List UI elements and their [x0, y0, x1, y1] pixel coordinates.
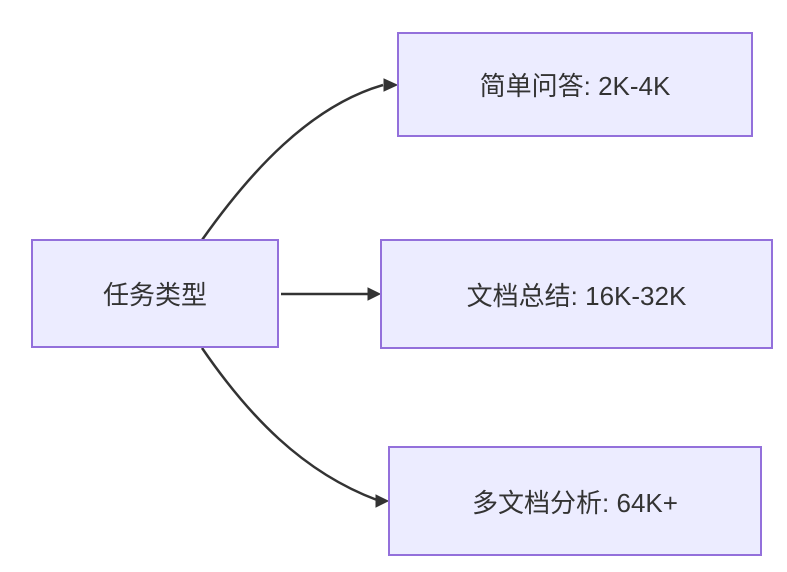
node-label: 任务类型 [102, 280, 207, 310]
node-doc-summary: 文档总结: 16K-32K [380, 239, 773, 349]
edge-line [200, 347, 378, 502]
arrowhead-icon [383, 78, 399, 92]
arrowhead-icon [375, 494, 390, 508]
edge-root-to-branch-1 [200, 78, 399, 241]
arrowhead-icon [367, 287, 382, 301]
node-multi-doc-analysis: 多文档分析: 64K+ [388, 446, 762, 556]
node-task-type: 任务类型 [31, 239, 279, 348]
node-label: 文档总结: 16K-32K [466, 280, 687, 311]
node-simple-qa: 简单问答: 2K-4K [397, 32, 753, 137]
edge-root-to-branch-2 [281, 287, 382, 301]
edge-line [200, 83, 384, 241]
node-label: 多文档分析: 64K+ [472, 487, 678, 518]
node-label: 简单问答: 2K-4K [479, 71, 671, 101]
edge-root-to-branch-3 [200, 347, 390, 508]
